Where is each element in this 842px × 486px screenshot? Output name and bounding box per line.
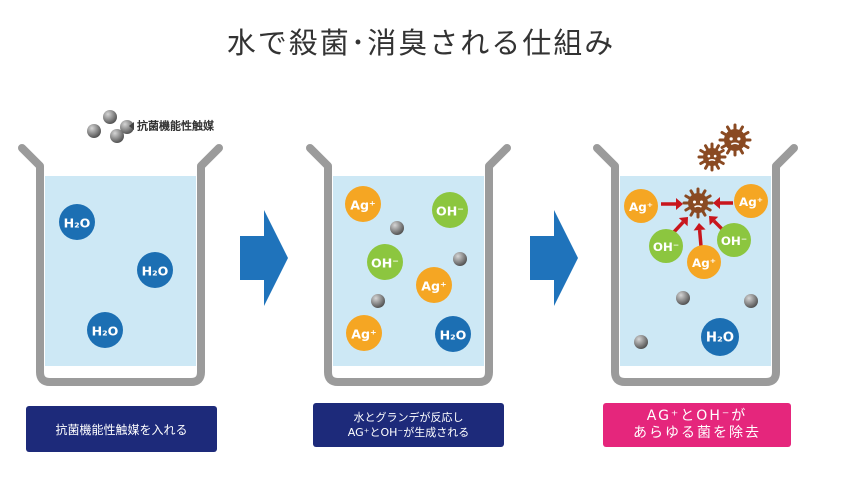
h2o-molecule-label: H₂O <box>142 264 169 279</box>
beaker-glass-3 <box>593 144 798 386</box>
h2o-molecule: H₂O <box>701 318 739 356</box>
catalyst-ball-icon <box>371 294 385 308</box>
hydroxide-ion-circle <box>717 223 751 257</box>
catalyst-ball-icon <box>103 110 117 124</box>
hydroxide-ion-circle <box>367 244 403 280</box>
hydroxide-ion: OH⁻ <box>717 223 751 257</box>
h2o-molecule-label: H₂O <box>706 331 734 346</box>
beaker-glass-2 <box>306 144 511 386</box>
step-3-caption-line-2: あらゆる菌を除去 <box>633 425 761 441</box>
germ-icon <box>718 123 752 157</box>
catalyst-ball-icon <box>453 252 467 266</box>
h2o-molecule: H₂O <box>87 312 123 348</box>
silver-ion-label: Ag⁺ <box>350 198 375 213</box>
silver-ion-label: Ag⁺ <box>739 195 763 209</box>
beaker-glass-1 <box>18 144 223 386</box>
hydroxide-ion-label: OH⁻ <box>436 204 464 219</box>
h2o-molecule-label: H₂O <box>64 216 91 231</box>
silver-ion: Ag⁺ <box>687 245 721 279</box>
step-2-caption-line-1: 水とグランデが反応し <box>353 411 464 424</box>
step-3-caption-line-1: AG⁺とOH⁻が <box>646 408 748 424</box>
silver-ion-circle <box>624 189 658 223</box>
silver-ion-label: Ag⁺ <box>351 327 376 342</box>
beaker-2 <box>306 144 511 386</box>
germ-icon <box>697 142 727 172</box>
attack-arrow-icon <box>713 197 733 209</box>
silver-ion: Ag⁺ <box>734 184 768 218</box>
silver-ion-label: Ag⁺ <box>421 279 446 294</box>
catalyst-ball-icon <box>390 221 404 235</box>
h2o-molecule-circle <box>59 204 95 240</box>
catalyst-ball-icon <box>744 294 758 308</box>
step-3-caption: AG⁺とOH⁻が あらゆる菌を除去 <box>603 403 791 447</box>
hydroxide-ion-circle <box>432 192 468 228</box>
attack-arrow-icon <box>671 217 688 235</box>
beaker-1 <box>18 144 223 386</box>
hydroxide-ion-label: OH⁻ <box>653 240 679 254</box>
h2o-molecule-circle <box>435 316 471 352</box>
silver-ion: Ag⁺ <box>346 315 382 351</box>
silver-ion: Ag⁺ <box>624 189 658 223</box>
h2o-molecule: H₂O <box>435 316 471 352</box>
silver-ion-circle <box>734 184 768 218</box>
hydroxide-ion-label: OH⁻ <box>371 256 399 271</box>
step-2-caption: 水とグランデが反応し AG⁺とOH⁻が生成される <box>313 403 504 447</box>
attack-arrow-icon <box>693 223 706 247</box>
silver-ion-circle <box>345 186 381 222</box>
h2o-molecule-label: H₂O <box>92 324 119 339</box>
hydroxide-ion: OH⁻ <box>649 229 683 263</box>
silver-ion-circle <box>346 315 382 351</box>
step-2-caption-line-2: AG⁺とOH⁻が生成される <box>347 426 470 439</box>
page-title: 水で殺菌･消臭される仕組み <box>226 26 616 60</box>
catalyst-label: 抗菌機能性触媒 <box>137 119 215 133</box>
hydroxide-ion-label: OH⁻ <box>721 234 747 248</box>
h2o-molecule-label: H₂O <box>440 328 467 343</box>
hydroxide-ion: OH⁻ <box>367 244 403 280</box>
catalyst-ball-icon <box>634 335 648 349</box>
silver-ion-circle <box>416 267 452 303</box>
h2o-molecule-circle <box>87 312 123 348</box>
h2o-molecule-circle <box>137 252 173 288</box>
catalyst-ball-icon <box>676 291 690 305</box>
silver-ion-label: Ag⁺ <box>629 200 653 214</box>
step-1-caption: 抗菌機能性触媒を入れる <box>26 406 217 452</box>
h2o-molecule: H₂O <box>137 252 173 288</box>
attack-arrow-icon <box>661 198 683 210</box>
h2o-molecule: H₂O <box>59 204 95 240</box>
catalyst-ball-icon <box>87 124 101 138</box>
catalyst-ball-icon <box>110 129 124 143</box>
h2o-molecule-circle <box>701 318 739 356</box>
silver-ion: Ag⁺ <box>345 186 381 222</box>
silver-ion: Ag⁺ <box>416 267 452 303</box>
hydroxide-ion: OH⁻ <box>432 192 468 228</box>
silver-ion-circle <box>687 245 721 279</box>
hydroxide-ion-circle <box>649 229 683 263</box>
germ-icon <box>682 187 714 219</box>
right-arrow-icon <box>530 210 578 306</box>
right-arrow-icon <box>240 210 288 306</box>
pointer-arrow-icon <box>129 122 134 130</box>
silver-ion-label: Ag⁺ <box>692 256 716 270</box>
step-1-caption-line-1: 抗菌機能性触媒を入れる <box>55 422 188 437</box>
catalyst-ball-icon <box>120 120 134 134</box>
